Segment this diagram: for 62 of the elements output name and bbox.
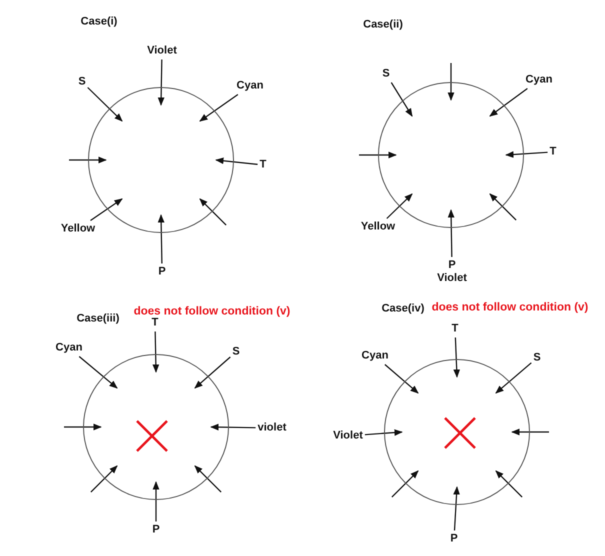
case-heading: Case(iii) — [76, 312, 120, 326]
name-label: S — [78, 76, 86, 88]
name-label: Violet — [437, 272, 467, 285]
name-label: Violet — [147, 44, 177, 58]
arrow — [194, 465, 222, 493]
arrow — [152, 481, 160, 522]
name-label: P — [450, 532, 458, 546]
name-label: Violet — [333, 430, 363, 442]
arrow — [215, 157, 258, 165]
name-label: T — [452, 322, 458, 336]
arrow — [448, 209, 454, 258]
arrow — [489, 88, 528, 117]
name-label: Cyan — [56, 342, 82, 354]
name-label: S — [232, 346, 240, 358]
name-label: T — [260, 158, 266, 172]
note-text: does not follow condition (v) — [432, 302, 588, 314]
name-label: Cyan — [362, 350, 388, 362]
note-text: does not follow condition (v) — [134, 306, 290, 318]
name-label: Yellow — [60, 222, 96, 236]
arrow — [158, 214, 164, 264]
arrow — [199, 94, 238, 122]
arrow — [384, 364, 419, 394]
name-label: T — [550, 146, 556, 158]
arrow — [90, 198, 123, 221]
arrow — [453, 337, 460, 378]
arrow — [87, 87, 123, 122]
name-label: violet — [258, 422, 286, 434]
arrow — [364, 429, 403, 436]
arrow — [210, 424, 256, 430]
arrow — [64, 424, 102, 430]
arrow — [505, 151, 548, 158]
name-label: S — [382, 68, 390, 80]
case-heading: Case(i) — [80, 16, 118, 28]
arrow — [495, 470, 523, 498]
name-label: Yellow — [360, 220, 396, 234]
arrow — [194, 356, 231, 389]
case-heading: Case(ii) — [363, 18, 403, 32]
arrow — [158, 59, 164, 106]
arrow — [390, 82, 413, 117]
name-label: Cyan — [526, 74, 552, 86]
arrow — [495, 362, 532, 394]
name-label: P — [447, 259, 457, 272]
name-label: T — [152, 316, 158, 330]
arrow — [453, 486, 460, 531]
seating-circle — [384, 359, 530, 505]
arrow — [90, 465, 118, 493]
arrow — [78, 356, 118, 389]
arrow — [386, 193, 413, 219]
name-label: Cyan — [236, 80, 264, 92]
arrow — [199, 198, 227, 226]
arrow — [359, 152, 397, 158]
arrow — [152, 331, 160, 373]
name-label: S — [533, 352, 541, 364]
arrow — [391, 470, 419, 498]
name-label: P — [158, 266, 166, 278]
arrow — [489, 193, 517, 221]
arrow — [511, 428, 549, 436]
case-heading: Case(iv) — [382, 302, 424, 316]
name-label: P — [152, 524, 160, 536]
arrow — [448, 63, 454, 101]
seating-circle — [83, 354, 229, 500]
arrow — [69, 156, 107, 164]
